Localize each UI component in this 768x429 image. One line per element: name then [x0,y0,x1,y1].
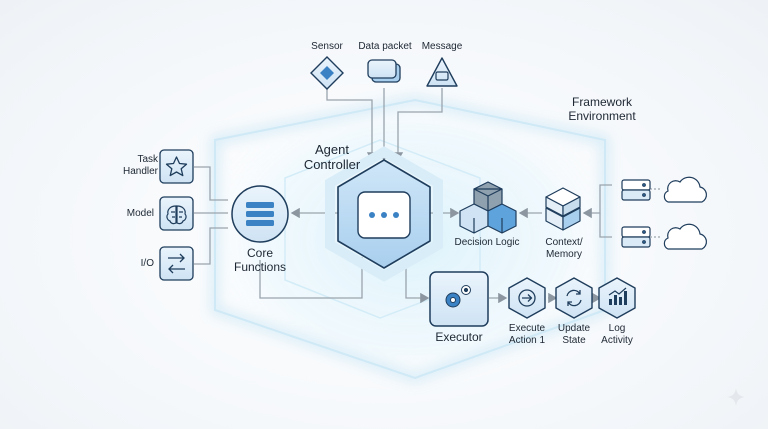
model-module[interactable] [159,196,194,231]
update-state-node[interactable] [555,277,593,319]
data-packet-label: Data packet [358,41,412,52]
execute-action-node[interactable] [508,277,546,319]
message-label: Message [421,41,463,52]
triangle-message-icon [426,57,458,87]
bar-chart-icon [608,287,627,305]
core-functions-node[interactable] [231,185,289,243]
executor-label: Executor [435,330,483,344]
connectors [194,88,662,304]
framework-environment-label: Framework Environment [568,95,636,123]
sparkle-icon [727,388,745,406]
arrow-right-circle-icon [518,289,536,307]
model-label: Model [126,208,154,219]
server-icon [621,179,651,201]
cloud-icon [663,223,708,250]
executor-node[interactable] [429,271,489,327]
refresh-icon [566,289,582,307]
execute-action-label: Execute Action 1 [508,323,546,346]
log-activity-label: Log Activity [601,323,633,346]
agent-controller-label: Agent Controller [303,142,361,172]
cubes-icon[interactable] [459,181,517,234]
io-label: I/O [140,258,154,269]
context-memory-label: Context/ Memory [545,237,583,260]
sensor-label: Sensor [311,41,343,52]
cube-stack-icon[interactable] [545,187,581,231]
io-module[interactable] [159,246,194,281]
task-handler-module[interactable] [159,149,194,184]
sensor-icon [310,56,344,90]
swap-arrows-icon [168,253,185,274]
brain-icon [166,205,187,225]
update-state-label: Update State [557,323,591,346]
task-handler-label: Task Handler [122,154,158,177]
star-icon [165,156,188,177]
ellipsis-icon [369,212,399,218]
log-activity-node[interactable] [598,277,636,319]
server-icon [621,226,651,248]
stacked-packets-icon [367,59,401,83]
cloud-icon [663,176,708,203]
gears-icon [445,285,471,308]
server-stack-icon [246,202,274,226]
decision-logic-label: Decision Logic [454,237,520,248]
core-functions-label: Core Functions [233,246,287,274]
agent-controller-node[interactable] [325,146,443,282]
